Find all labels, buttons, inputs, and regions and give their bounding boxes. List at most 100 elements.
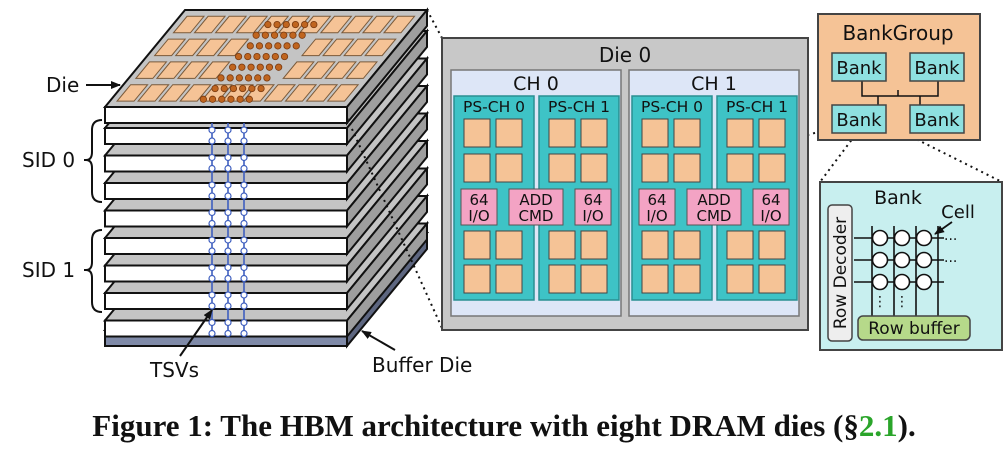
die-label: Die (46, 73, 79, 97)
pseudo-channel-label: PS-CH 1 (726, 98, 788, 116)
chip-tile (284, 84, 318, 102)
chip-tile (172, 15, 206, 34)
pseudo-channel-label: PS-CH 0 (641, 98, 703, 116)
chip-tile (176, 61, 210, 79)
bank-tile (726, 118, 754, 148)
tsv-dot (236, 95, 244, 103)
chip-tile (195, 38, 229, 57)
tsv-dot (310, 20, 318, 29)
chip-tile (343, 38, 376, 57)
memory-cell (871, 229, 889, 247)
tsv-dot (253, 52, 261, 61)
bank-tile (758, 153, 786, 183)
bank-tile (641, 264, 669, 294)
zoom-connectors (346, 9, 1003, 329)
row-buffer-label: Row buffer (868, 319, 959, 339)
chip-tile (326, 84, 360, 102)
bank-box (831, 52, 887, 82)
caption-section-link[interactable]: 2.1 (858, 408, 898, 443)
column-ellipsis: ⋮ (895, 294, 909, 310)
svg-text:I/O: I/O (468, 207, 489, 225)
tsv-dot (280, 52, 289, 61)
svg-text:64: 64 (647, 191, 666, 209)
tsv-dot (248, 84, 256, 93)
tsv-dot (292, 42, 300, 50)
chip-tile (364, 38, 397, 57)
tsv-dot (283, 42, 291, 50)
cell-array: ......⋮⋮ (854, 226, 957, 316)
bank-tile (463, 230, 491, 260)
bank-tile (758, 264, 786, 294)
channel-label: CH 1 (691, 73, 737, 95)
bank-label: Bank (914, 110, 960, 131)
chip-tile (322, 38, 355, 57)
row-buffer-box (857, 315, 971, 341)
bank-tile (580, 230, 608, 260)
tsv-dot (244, 74, 253, 82)
bank-tile (673, 230, 701, 260)
bank-tile (548, 230, 576, 260)
tsv-dot (263, 74, 271, 82)
bank-tile (548, 153, 576, 183)
bank-tile (495, 230, 523, 260)
tsv-dot (199, 95, 207, 103)
svg-text:I/O: I/O (760, 207, 781, 225)
bank-tile (495, 153, 523, 183)
io-block: 64I/O (574, 188, 612, 226)
tsv-dot (208, 95, 217, 103)
chip-tile (216, 38, 250, 57)
tsv-dot (289, 31, 297, 39)
tsv-dot (234, 52, 243, 61)
figure-caption: Figure 1: The HBM architecture with eigh… (0, 408, 1008, 444)
chip-tile (361, 15, 395, 34)
chip-tile (158, 84, 191, 102)
tsv-dot (273, 20, 281, 29)
bankgroup-panel: BankGroup Bank Bank Bank Bank (817, 13, 981, 141)
tsv-lines (208, 123, 248, 338)
bank-detail-title: Bank (874, 187, 922, 209)
svg-text:ADD: ADD (697, 191, 730, 209)
chip-tile (382, 15, 416, 34)
memory-cell (893, 251, 911, 269)
caption-prefix: Figure 1: The HBM architecture with eigh… (92, 408, 859, 443)
memory-cell (915, 251, 933, 269)
bank-label: Bank (914, 58, 960, 79)
tsv-dot (265, 42, 273, 50)
die0-title: Die 0 (599, 43, 651, 67)
chip-tile (155, 61, 189, 79)
tsv-dot (275, 63, 283, 71)
chip-tile (319, 15, 353, 34)
row-ellipsis: ... (944, 228, 957, 244)
tsv-dot (247, 63, 255, 71)
bank-tile (495, 118, 523, 148)
tsv-dot (262, 52, 270, 61)
svg-text:CMD: CMD (519, 207, 554, 225)
chip-tile (263, 84, 297, 102)
svg-text:64: 64 (761, 191, 780, 209)
memory-cell (915, 229, 933, 247)
svg-text:I/O: I/O (582, 207, 603, 225)
bank-tile (463, 264, 491, 294)
bank-label: Bank (836, 58, 882, 79)
tsv-dot (246, 42, 254, 50)
chip-tile (134, 61, 168, 79)
bank-tile (463, 153, 491, 183)
bank-tile (758, 118, 786, 148)
tsv-dot (257, 84, 265, 93)
svg-text:CMD: CMD (697, 207, 732, 225)
bank-tile (580, 153, 608, 183)
pseudo-channel-label: PS-CH 1 (548, 98, 610, 116)
svg-text:64: 64 (469, 191, 488, 209)
bank-box (831, 104, 887, 134)
bank-tile (548, 118, 576, 148)
tsv-dot (227, 95, 235, 103)
bank-tile (495, 264, 523, 294)
chip-tile (305, 84, 339, 102)
caption-suffix: ). (897, 408, 916, 443)
tsv-label: TSVs (149, 358, 199, 382)
bank-label: Bank (836, 110, 882, 131)
